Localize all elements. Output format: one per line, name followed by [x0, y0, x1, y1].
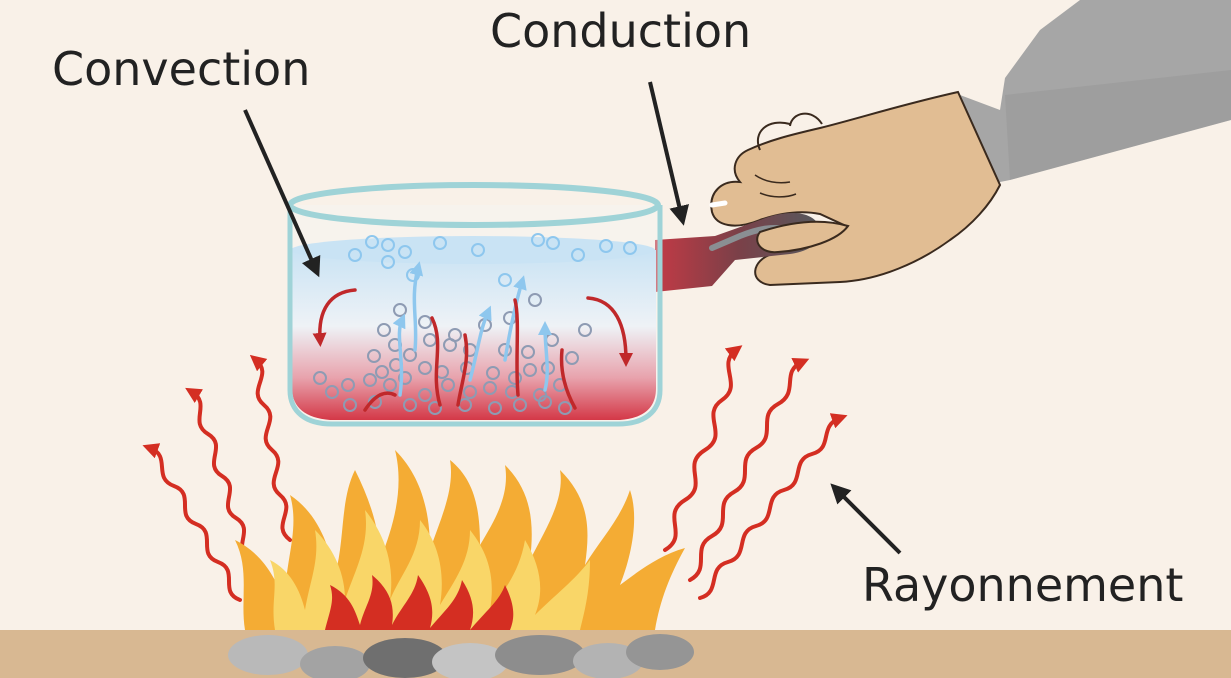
bubble: [508, 371, 522, 385]
convection-hot-stream-5: [363, 391, 397, 412]
label-pointers: [243, 81, 902, 555]
bubble: [428, 401, 442, 415]
convection-arrow-up-4: [503, 275, 527, 362]
radiation-arrows: [142, 345, 848, 602]
hand: [709, 90, 1002, 287]
convection-hot-stream-1: [430, 316, 442, 407]
bubble: [599, 239, 613, 253]
stone: [626, 634, 694, 670]
bubble: [398, 371, 412, 385]
stone: [495, 635, 585, 675]
convection-hot-stream-3: [513, 298, 520, 397]
stone: [573, 643, 643, 678]
bubble: [403, 398, 417, 412]
conduction-pointer-arrow: [648, 81, 689, 226]
bubble: [348, 248, 362, 262]
stone: [228, 635, 308, 675]
flame-core: [325, 575, 514, 630]
radiation-arrow-1: [249, 354, 292, 542]
convection-arrow-up-3: [468, 305, 492, 382]
bubble: [441, 378, 455, 392]
conduction-label: Conduction: [490, 4, 752, 58]
convection-arrows: [312, 261, 633, 412]
bubble: [375, 365, 389, 379]
bubble: [623, 241, 637, 255]
radiation-arrow-3: [142, 443, 242, 602]
bubble: [418, 388, 432, 402]
bubble: [486, 366, 500, 380]
stone: [363, 638, 447, 678]
radiation-arrow-4: [663, 345, 743, 552]
convection-arrow-left-down: [312, 288, 357, 347]
stone: [432, 643, 508, 678]
radiation-arrow-2: [185, 387, 252, 562]
bubble: [381, 255, 395, 269]
bubble: [433, 236, 447, 250]
convection-arrow-up-5: [538, 321, 553, 392]
radiation-arrow-5: [688, 358, 810, 582]
campfire-icon: [235, 450, 685, 630]
bubble: [483, 381, 497, 395]
bubble: [538, 395, 552, 409]
bubble: [498, 273, 512, 287]
bubble: [341, 378, 355, 392]
bubble: [418, 361, 432, 375]
bubble: [471, 243, 485, 257]
convection-label: Convection: [52, 42, 311, 96]
bubble: [513, 398, 527, 412]
convection-hot-stream-4: [559, 348, 577, 410]
rayonnement-pointer-arrow: [830, 483, 902, 555]
bubble: [363, 373, 377, 387]
bubble: [578, 323, 592, 337]
bubble: [398, 245, 412, 259]
bubble: [365, 235, 379, 249]
bubble: [565, 351, 579, 365]
stone: [300, 646, 370, 678]
bubble: [528, 293, 542, 307]
bubble: [403, 348, 417, 362]
bubble: [313, 371, 327, 385]
bubble: [546, 236, 560, 250]
bubble: [521, 345, 535, 359]
bubble: [325, 385, 339, 399]
radiation-arrow-6: [698, 413, 848, 600]
convection-arrow-right-down: [586, 296, 633, 367]
convection-arrow-up-2: [409, 261, 424, 352]
bubble: [558, 401, 572, 415]
bubble: [381, 238, 395, 252]
bubble: [377, 323, 391, 337]
bubble: [418, 315, 432, 329]
bubble: [443, 338, 457, 352]
bubble: [571, 248, 585, 262]
sleeve: [950, 0, 1231, 185]
rayonnement-label: Rayonnement: [862, 558, 1184, 612]
convection-pointer-arrow: [243, 109, 321, 278]
bubble: [367, 349, 381, 363]
stones: [228, 634, 694, 678]
bubble: [343, 398, 357, 412]
bubble: [531, 233, 545, 247]
bubble: [383, 378, 397, 392]
convection-hot-stream-2: [456, 333, 469, 407]
bubble: [488, 401, 502, 415]
bubble: [523, 363, 537, 377]
convection-arrow-up-1: [392, 313, 406, 397]
bubble: [463, 385, 477, 399]
